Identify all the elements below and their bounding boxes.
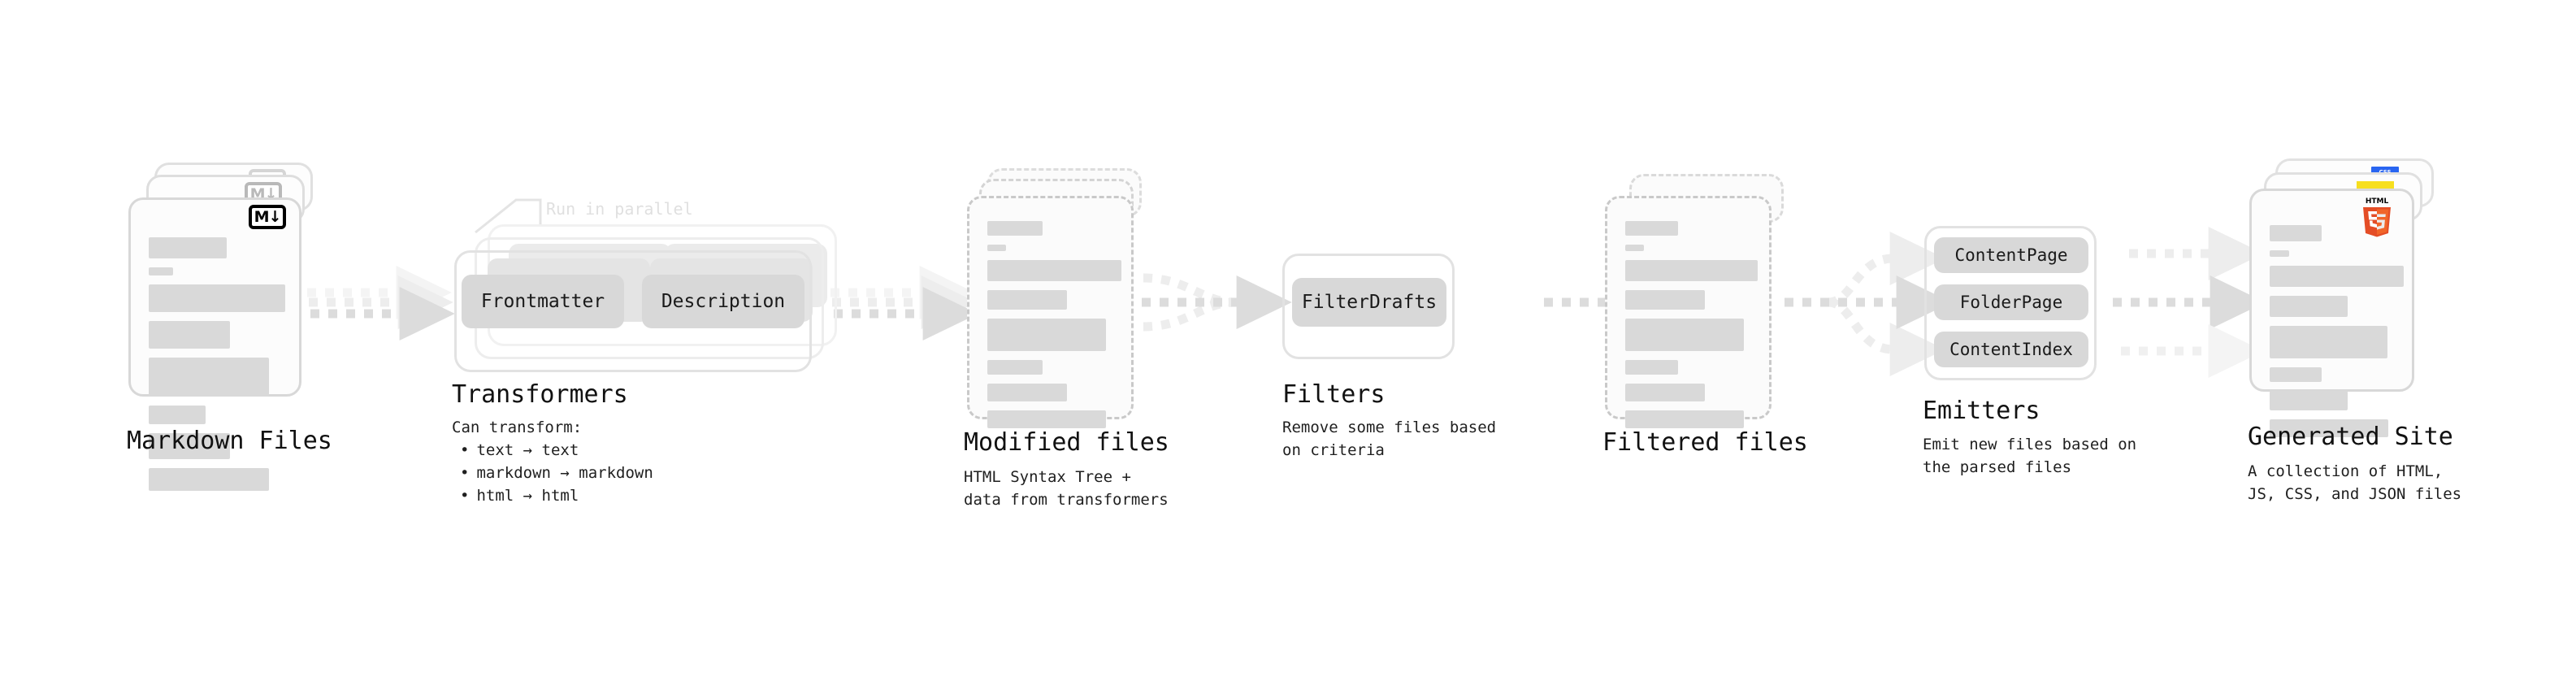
doc-line [1625,360,1678,375]
transformer-bullet: markdown → markdown [460,462,653,484]
markdown-files-title: Markdown Files [127,427,332,455]
emitters-title: Emitters [1923,397,2040,425]
filtered-doc-lines [1625,221,1758,437]
generated-site-subtitle: A collection of HTML, JS, CSS, and JSON … [2248,462,2462,503]
doc-line [2270,296,2348,317]
site-doc-front [2249,189,2414,437]
chip-contentpage[interactable]: ContentPage [1934,237,2088,273]
transformer-bullet: text → text [460,439,653,462]
markdown-doc-front [128,197,301,491]
doc-line [1625,384,1705,401]
doc-line [1625,410,1744,428]
doc-line [987,260,1121,281]
doc-line [149,433,230,459]
doc-line [149,406,206,424]
modified-doc-lines [987,221,1121,437]
transformers-bullets: text → text markdown → markdown html → h… [460,439,653,507]
site-doc-lines [2270,225,2404,446]
doc-line [1625,319,1744,351]
markdown-icon: M↓ [249,205,286,229]
transformer-panel-front [454,250,812,372]
doc-line [149,358,269,397]
transformers-title: Transformers [452,380,628,409]
transformer-bullet: html → html [460,484,653,507]
doc-line [2270,266,2404,287]
doc-line [149,237,227,258]
modified-doc-front [967,196,1134,428]
emitters-panel [1924,226,2097,380]
arrow-modified-to-filters [1142,273,1292,332]
doc-line [987,384,1067,401]
arrow-transformers-to-modified [830,266,978,340]
html5-icon: HTML [2358,195,2396,241]
arrow-filtered-to-emitters [1785,232,1952,376]
doc-line [2270,250,2289,257]
doc-line [2270,391,2348,410]
doc-line [987,245,1006,251]
doc-line [1625,221,1678,236]
filters-panel [1282,254,1455,359]
chip-folderpage[interactable]: FolderPage [1934,284,2088,320]
modified-files-title: Modified files [964,428,1169,457]
arrow-emitters-to-site [2113,227,2266,378]
generated-site-title: Generated Site [2248,423,2453,451]
filtered-doc-front [1605,196,1772,428]
transformers-subtitle: Can transform: [452,419,583,436]
doc-line [1625,245,1644,251]
html5-icon-word: HTML [2366,197,2389,206]
modified-files-subtitle: HTML Syntax Tree + data from transformer… [964,468,1169,509]
emitters-subtitle: Emit new files based on the parsed files [1923,436,2137,476]
doc-line [1625,290,1705,310]
chip-description[interactable]: Description [642,275,804,328]
doc-line [2270,225,2322,241]
doc-line [987,221,1043,236]
chip-contentindex[interactable]: ContentIndex [1934,332,2088,367]
filters-subtitle: Remove some files based on criteria [1282,419,1497,459]
markdown-doc-lines [149,237,285,500]
doc-line [987,360,1043,375]
arrow-markdown-to-transformers [307,266,455,340]
doc-line [2270,419,2388,437]
doc-line [987,410,1106,428]
doc-line [2270,367,2322,382]
doc-line [2270,326,2387,358]
doc-line [149,468,269,491]
doc-line [149,321,230,349]
chip-frontmatter[interactable]: Frontmatter [462,275,624,328]
run-in-parallel-label: Run in parallel [546,199,693,219]
filtered-files-title: Filtered files [1602,428,1808,457]
doc-line [987,319,1106,351]
doc-line [1625,260,1758,281]
doc-line [149,267,173,275]
chip-filterdrafts[interactable]: FilterDrafts [1292,278,1446,327]
doc-line [149,284,285,312]
filters-title: Filters [1282,380,1386,409]
doc-line [987,290,1067,310]
